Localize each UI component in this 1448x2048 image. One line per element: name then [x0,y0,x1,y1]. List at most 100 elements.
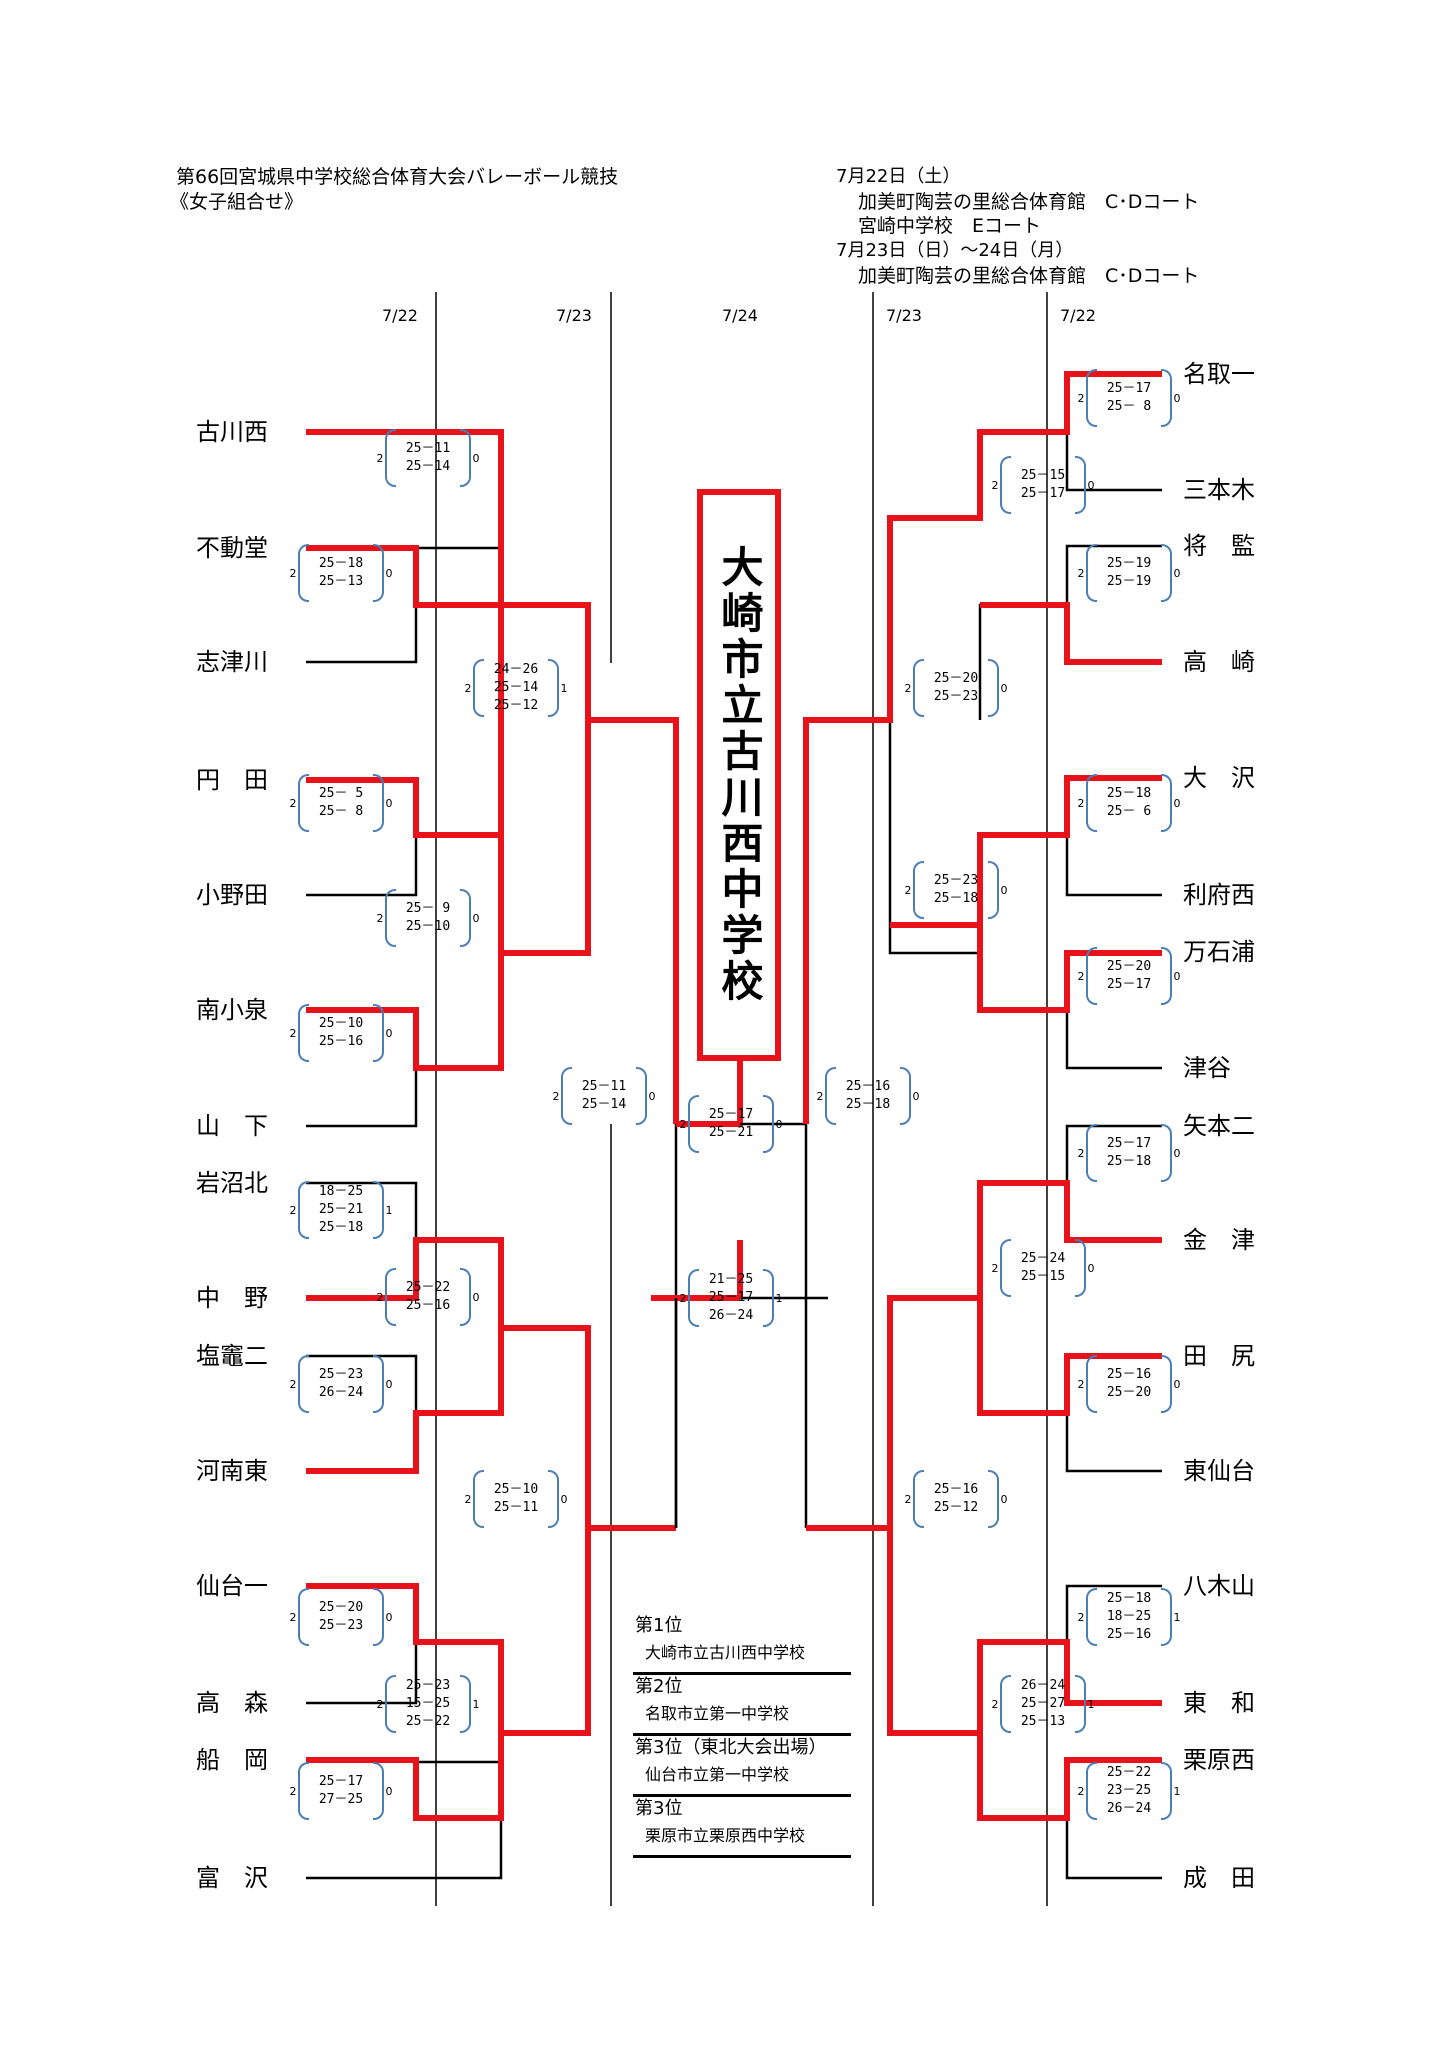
set-score: 25－20 [933,671,979,686]
set-score: 25－12 [933,1500,979,1515]
team-name: 三本木 [1183,476,1255,504]
winner-sets: 2 [1077,1146,1085,1160]
team-name: 万石浦 [1183,938,1255,966]
set-score: 25－14 [581,1097,627,1112]
winner-sets: 2 [289,1203,297,1217]
rank-block: 第1位 大崎市立古川西中学校 [633,1614,851,1675]
rank-title: 第1位 [635,1615,683,1636]
set-score: 26－24 [318,1385,364,1400]
set-score: 25－22 [405,1714,451,1729]
team-name: 河南東 [196,1457,268,1485]
set-score: 25－10 [493,1482,539,1497]
winner-sets: 2 [552,1089,560,1103]
loser-sets: 0 [560,1492,568,1506]
loser-sets: 1 [472,1697,480,1711]
set-score: 25－16 [318,1034,364,1049]
set-score: 25－ 6 [1106,804,1152,819]
winner-sets: 2 [289,1784,297,1798]
winner-sets: 2 [464,1492,472,1506]
team-name: 船 岡 [196,1746,268,1774]
team-name: 高 森 [196,1689,268,1717]
loser-sets: 0 [1173,1377,1181,1391]
team-name: 成 田 [1183,1864,1255,1892]
set-scores: 25－ 5 25－ 8 [298,772,384,834]
loser-sets: 0 [472,451,480,465]
loser-sets: 0 [385,796,393,810]
team-name: 将 監 [1183,532,1255,560]
set-score: 25－10 [405,919,451,934]
set-score: 25－ 8 [318,804,364,819]
winner-sets: 2 [1077,1784,1085,1798]
set-score: 25－19 [1106,556,1152,571]
set-score: 25－21 [708,1125,754,1140]
set-score: 25－23 [318,1367,364,1382]
set-score: 25－ 8 [1106,399,1152,414]
venue-1b: 宮崎中学校 Eコート [858,215,1042,237]
team-name: 富 沢 [196,1864,268,1892]
set-score: 25－18 [318,1220,364,1235]
set-score: 25－20 [1106,1385,1152,1400]
winner-sets: 2 [376,1290,384,1304]
day-label: 7/23 [886,306,922,325]
team-name: 東 和 [1183,1689,1255,1717]
team-name: 山 下 [196,1112,268,1140]
day-label: 7/22 [1060,306,1096,325]
set-score: 25－18 [1106,1591,1152,1606]
set-score: 18－25 [1106,1609,1152,1624]
team-name: 矢本二 [1183,1112,1255,1140]
set-score: 25－18 [318,556,364,571]
team-name: 仙台一 [196,1572,268,1600]
set-score: 26－24 [1106,1801,1152,1816]
set-score: 21－25 [708,1272,754,1287]
date-1: 7月22日（土） [836,166,961,187]
team-name: 志津川 [196,648,268,676]
set-score: 25－23 [318,1618,364,1633]
set-score: 25－15 [1020,468,1066,483]
set-score: 15－25 [405,1696,451,1711]
set-score: 25－18 [1106,786,1152,801]
rank-name: 仙台市立第一中学校 [645,1765,790,1784]
loser-sets: 0 [1173,1146,1181,1160]
champion-name: 大崎市立古川西中学校 [715,545,764,1005]
loser-sets: 0 [1000,883,1008,897]
match-score: 2 25－10 25－11 0 [463,1468,569,1530]
set-score: 25－17 [1106,977,1152,992]
set-score: 25－ 5 [318,786,364,801]
set-scores: 25－18 25－ 6 [1086,772,1172,834]
loser-sets: 0 [775,1117,783,1131]
set-scores: 25－18 18－25 25－16 [1086,1586,1172,1648]
rank-title: 第3位（東北大会出場） [635,1737,827,1758]
set-score: 25－14 [493,680,539,695]
team-name: 不動堂 [196,534,268,562]
set-scores: 25－10 25－11 [473,1468,559,1530]
set-score: 25－16 [1106,1627,1152,1642]
rank-title: 第2位 [635,1676,683,1697]
team-name: 栗原西 [1183,1746,1255,1774]
set-score: 25－11 [493,1500,539,1515]
set-score: 25－22 [1106,1765,1152,1780]
set-score: 25－16 [845,1079,891,1094]
set-score: 18－25 [318,1184,364,1199]
